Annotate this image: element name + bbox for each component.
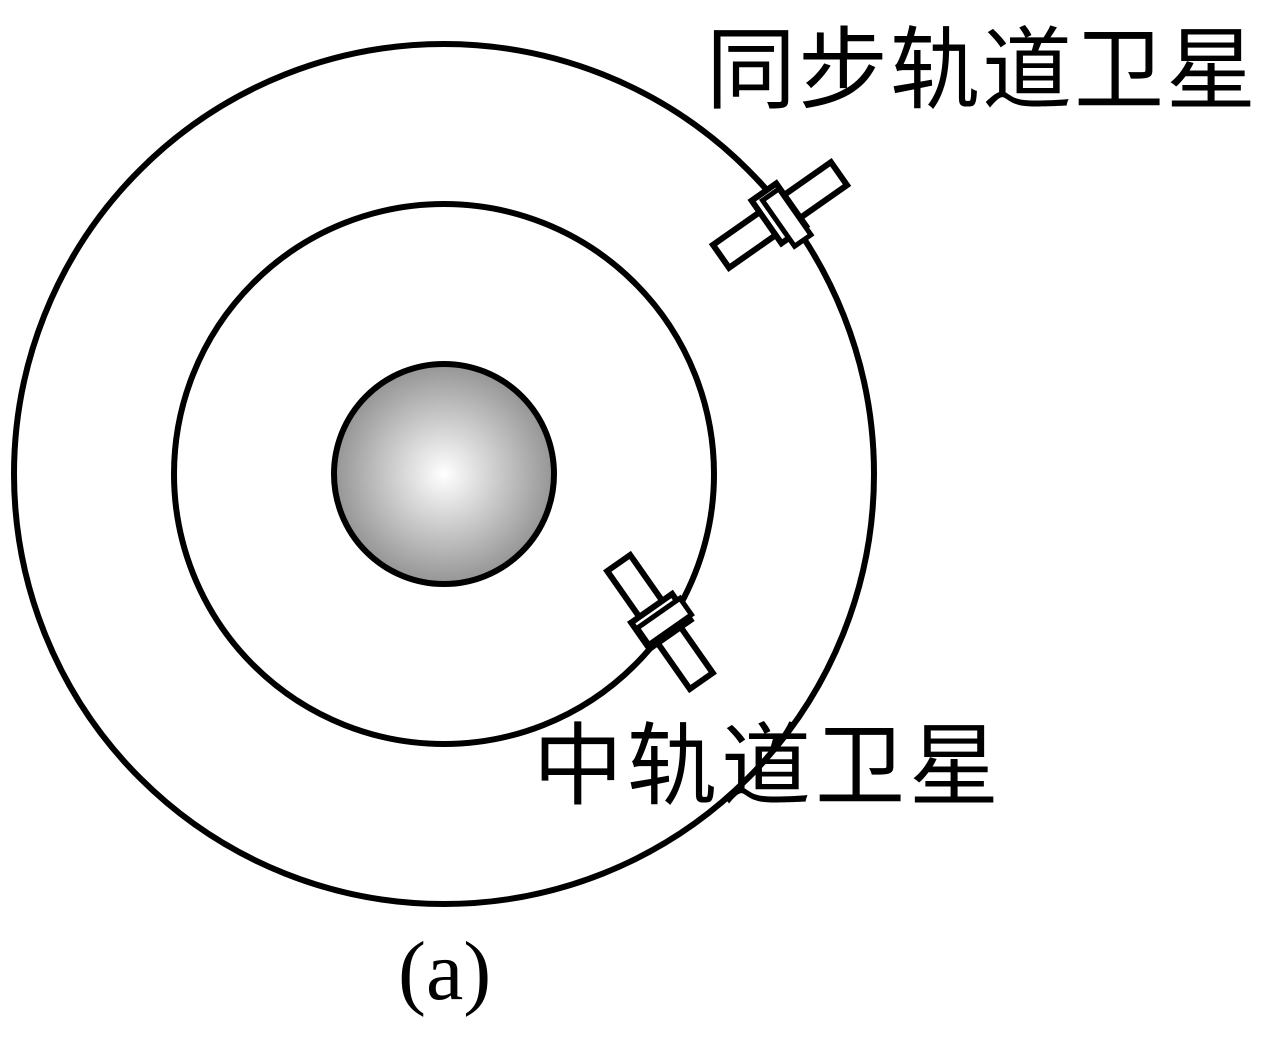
meo-orbit	[171, 201, 717, 747]
meo-satellite-label: 中轨道卫星	[533, 714, 1003, 819]
geo-satellite-label: 同步轨道卫星	[706, 18, 1258, 123]
meo-satellite-icon	[603, 550, 717, 694]
geo-orbit	[11, 41, 877, 907]
earth	[331, 361, 557, 587]
geo-satellite-icon	[708, 158, 852, 272]
figure-caption: (a)	[398, 925, 492, 1018]
